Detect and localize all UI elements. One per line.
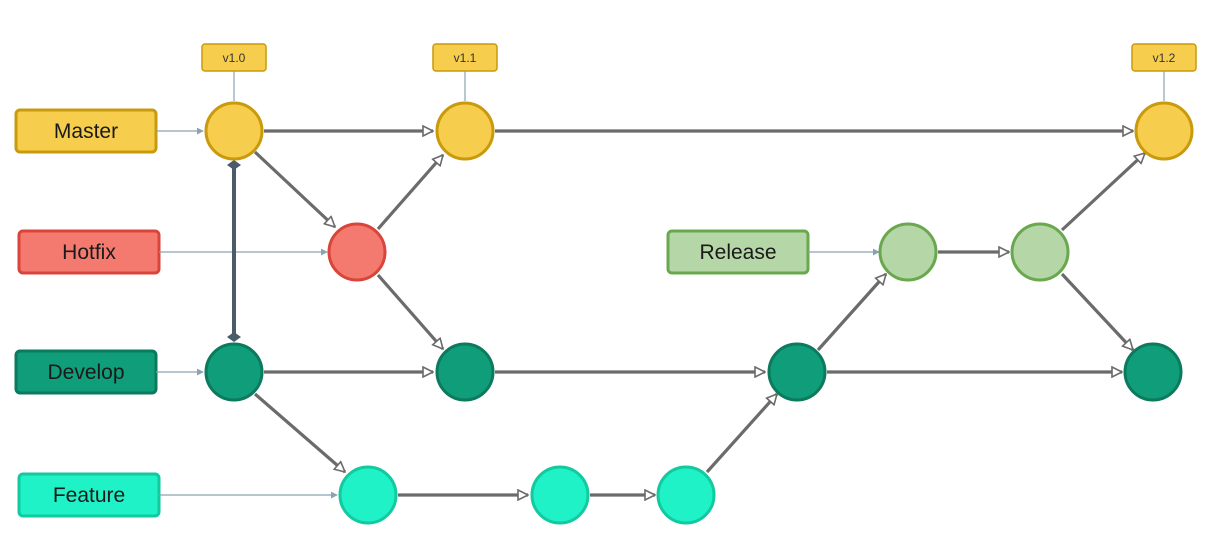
- commit-feature-2: [530, 465, 590, 525]
- commit-hotfix-1: [327, 222, 387, 282]
- commit-develop-4: [1123, 342, 1183, 402]
- branch-label-master: Master: [14, 108, 158, 154]
- edge-release-develop: [1060, 272, 1133, 350]
- branch-label-text: Master: [54, 120, 118, 143]
- commit-master-2: [435, 101, 495, 161]
- edge-hotfix-master: [376, 155, 445, 231]
- branch-label-release: Release: [666, 229, 810, 275]
- commit-release-2: [1010, 222, 1070, 282]
- commit-master-1: [204, 101, 264, 161]
- branch-pointers: [156, 127, 880, 499]
- commit-feature-3: [656, 465, 716, 525]
- edge-feature-develop: [705, 394, 777, 474]
- tag-v1-2: v1.2: [1131, 43, 1197, 101]
- commit-nodes: [204, 101, 1194, 525]
- tag-v1-0: v1.0: [201, 43, 267, 101]
- commit-master-3: [1134, 101, 1194, 161]
- tag-label-v1-0: v1.0: [223, 51, 246, 65]
- tag-box: [432, 43, 498, 72]
- commit-edges: [253, 131, 1145, 495]
- tag-v1-1: v1.1: [432, 43, 498, 101]
- commit-develop-1: [204, 342, 264, 402]
- branch-label-feature: Feature: [17, 472, 161, 518]
- branch-label-develop: Develop: [14, 349, 158, 395]
- edge-develop-release: [816, 274, 886, 352]
- commit-develop-3: [767, 342, 827, 402]
- tag-label-v1-1: v1.1: [454, 51, 477, 65]
- edge-develop-feature: [253, 392, 345, 474]
- branch-label-text: Hotfix: [62, 241, 116, 264]
- commit-feature-1: [338, 465, 398, 525]
- edge-hotfix-develop: [376, 273, 445, 349]
- commit-develop-2: [435, 342, 495, 402]
- tag-label-v1-2: v1.2: [1153, 51, 1176, 65]
- commit-release-1: [878, 222, 938, 282]
- branch-label-text: Develop: [47, 361, 124, 384]
- branch-label-text: Release: [699, 241, 776, 264]
- edge-master-hotfix: [253, 150, 335, 227]
- branch-label-hotfix: Hotfix: [17, 229, 161, 275]
- tag-box: [201, 43, 267, 72]
- edge-release-master: [1060, 153, 1145, 232]
- branch-label-text: Feature: [53, 484, 125, 507]
- tag-box: [1131, 43, 1197, 72]
